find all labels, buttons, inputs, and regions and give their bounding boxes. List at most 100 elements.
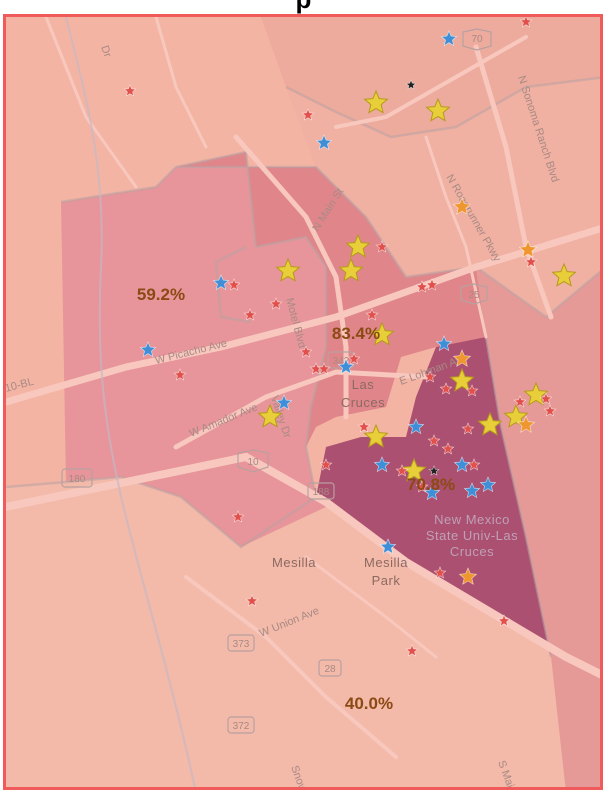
yellow-star-icon[interactable] bbox=[369, 321, 395, 346]
blue-star-icon[interactable] bbox=[463, 482, 481, 499]
yellow-star-icon[interactable] bbox=[257, 403, 283, 428]
svg-text:10: 10 bbox=[247, 457, 259, 468]
shield-180-icon: 180 bbox=[61, 468, 93, 488]
svg-text:28: 28 bbox=[324, 664, 336, 675]
red-star-icon[interactable] bbox=[415, 280, 429, 293]
blue-star-icon[interactable] bbox=[315, 134, 333, 151]
blue-star-icon[interactable] bbox=[275, 394, 293, 411]
place-mesilla: Mesilla bbox=[272, 555, 316, 570]
red-star-icon[interactable] bbox=[245, 594, 259, 607]
district-northeast[interactable] bbox=[261, 17, 603, 137]
shield-25-icon: 25 bbox=[460, 283, 488, 305]
red-star-icon[interactable] bbox=[423, 370, 437, 383]
orange-star-icon[interactable] bbox=[518, 240, 538, 258]
red-star-icon[interactable] bbox=[365, 308, 379, 321]
place-mesilla-park-line2: Park bbox=[372, 573, 401, 588]
shield-70-icon: 70 bbox=[462, 28, 492, 51]
red-star-icon[interactable] bbox=[301, 108, 315, 121]
shield-372-icon: 372 bbox=[227, 716, 255, 734]
red-star-icon[interactable] bbox=[173, 368, 187, 381]
red-star-icon[interactable] bbox=[543, 404, 557, 417]
svg-text:180: 180 bbox=[69, 474, 86, 485]
blue-star-icon[interactable] bbox=[212, 274, 230, 291]
red-star-icon[interactable] bbox=[461, 422, 475, 435]
blue-star-icon[interactable] bbox=[337, 358, 355, 375]
red-star-icon[interactable] bbox=[433, 566, 447, 579]
orange-star-icon[interactable] bbox=[452, 349, 472, 367]
yellow-star-icon[interactable] bbox=[503, 403, 529, 428]
red-star-icon[interactable] bbox=[299, 345, 313, 358]
blue-star-icon[interactable] bbox=[440, 30, 458, 47]
blue-star-icon[interactable] bbox=[479, 476, 497, 493]
red-star-icon[interactable] bbox=[231, 510, 245, 523]
red-star-icon[interactable] bbox=[415, 480, 429, 493]
shield-373-icon: 373 bbox=[227, 634, 255, 652]
blue-star-icon[interactable] bbox=[435, 335, 453, 352]
red-star-icon[interactable] bbox=[439, 382, 453, 395]
yellow-star-icon[interactable] bbox=[449, 367, 475, 392]
red-star-icon[interactable] bbox=[425, 278, 439, 291]
yellow-star-icon[interactable] bbox=[363, 423, 389, 448]
red-star-icon[interactable] bbox=[375, 240, 389, 253]
yellow-star-icon[interactable] bbox=[363, 89, 389, 114]
red-star-icon[interactable] bbox=[395, 464, 409, 477]
district-south[interactable] bbox=[6, 477, 566, 790]
svg-text:342: 342 bbox=[333, 356, 350, 367]
red-star-icon[interactable] bbox=[539, 392, 553, 405]
map-canvas[interactable]: 70 25 342 10 180 188 373 28 372 W Picach… bbox=[6, 17, 603, 790]
place-nmsu-line1: New Mexico bbox=[434, 512, 510, 527]
orange-star-icon[interactable] bbox=[458, 567, 478, 585]
yellow-star-icon[interactable] bbox=[275, 257, 301, 282]
yellow-star-icon[interactable] bbox=[523, 381, 549, 406]
black-star-icon[interactable] bbox=[405, 79, 417, 90]
svg-text:70: 70 bbox=[471, 34, 483, 45]
yellow-star-icon[interactable] bbox=[425, 97, 451, 122]
blue-star-icon[interactable] bbox=[423, 484, 441, 501]
svg-text:372: 372 bbox=[233, 721, 250, 732]
district-central[interactable] bbox=[176, 152, 486, 447]
red-star-icon[interactable] bbox=[347, 352, 361, 365]
red-star-icon[interactable] bbox=[465, 384, 479, 397]
red-star-icon[interactable] bbox=[317, 362, 331, 375]
percent-labels: 59.2% 83.4% 70.8% 40.0% bbox=[137, 285, 455, 713]
orange-star-icon[interactable] bbox=[516, 415, 536, 433]
blue-star-icon[interactable] bbox=[373, 456, 391, 473]
red-star-icon[interactable] bbox=[441, 442, 455, 455]
red-star-icon[interactable] bbox=[427, 434, 441, 447]
yellow-star-icon[interactable] bbox=[401, 457, 427, 482]
black-star-icon[interactable] bbox=[428, 465, 440, 476]
shield-10-icon: 10 bbox=[237, 449, 269, 473]
yellow-star-icon[interactable] bbox=[338, 257, 364, 282]
red-star-icon[interactable] bbox=[269, 297, 283, 310]
red-star-icon[interactable] bbox=[524, 255, 538, 268]
blue-star-icon[interactable] bbox=[407, 418, 425, 435]
pct-label-south: 40.0% bbox=[345, 694, 393, 713]
red-star-icon[interactable] bbox=[123, 84, 137, 97]
shield-188-icon: 188 bbox=[307, 482, 335, 500]
orange-star-icon[interactable] bbox=[452, 197, 472, 215]
red-star-icon[interactable] bbox=[519, 17, 533, 28]
yellow-star-icon[interactable] bbox=[551, 262, 577, 287]
red-star-icon[interactable] bbox=[405, 644, 419, 657]
shield-28-icon: 28 bbox=[318, 659, 342, 677]
red-star-icon[interactable] bbox=[357, 420, 371, 433]
red-star-icon[interactable] bbox=[243, 308, 257, 321]
red-star-icon[interactable] bbox=[227, 278, 241, 291]
map-title: p bbox=[0, 0, 607, 15]
star-markers bbox=[123, 17, 577, 657]
red-star-icon[interactable] bbox=[467, 458, 481, 471]
highway-shields: 70 25 342 10 180 188 373 28 372 bbox=[61, 28, 492, 734]
red-star-icon[interactable] bbox=[497, 614, 511, 627]
blue-star-icon[interactable] bbox=[379, 538, 397, 555]
map-frame[interactable]: 70 25 342 10 180 188 373 28 372 W Picach… bbox=[3, 14, 603, 790]
pct-label-central: 83.4% bbox=[332, 324, 380, 343]
blue-star-icon[interactable] bbox=[139, 341, 157, 358]
blue-star-icon[interactable] bbox=[453, 456, 471, 473]
red-star-icon[interactable] bbox=[513, 395, 527, 408]
yellow-star-icon[interactable] bbox=[477, 411, 503, 436]
place-las-cruces-line2: Cruces bbox=[341, 395, 385, 410]
svg-text:188: 188 bbox=[313, 487, 330, 498]
red-star-icon[interactable] bbox=[319, 458, 333, 471]
river bbox=[65, 17, 196, 787]
yellow-star-icon[interactable] bbox=[345, 233, 371, 258]
